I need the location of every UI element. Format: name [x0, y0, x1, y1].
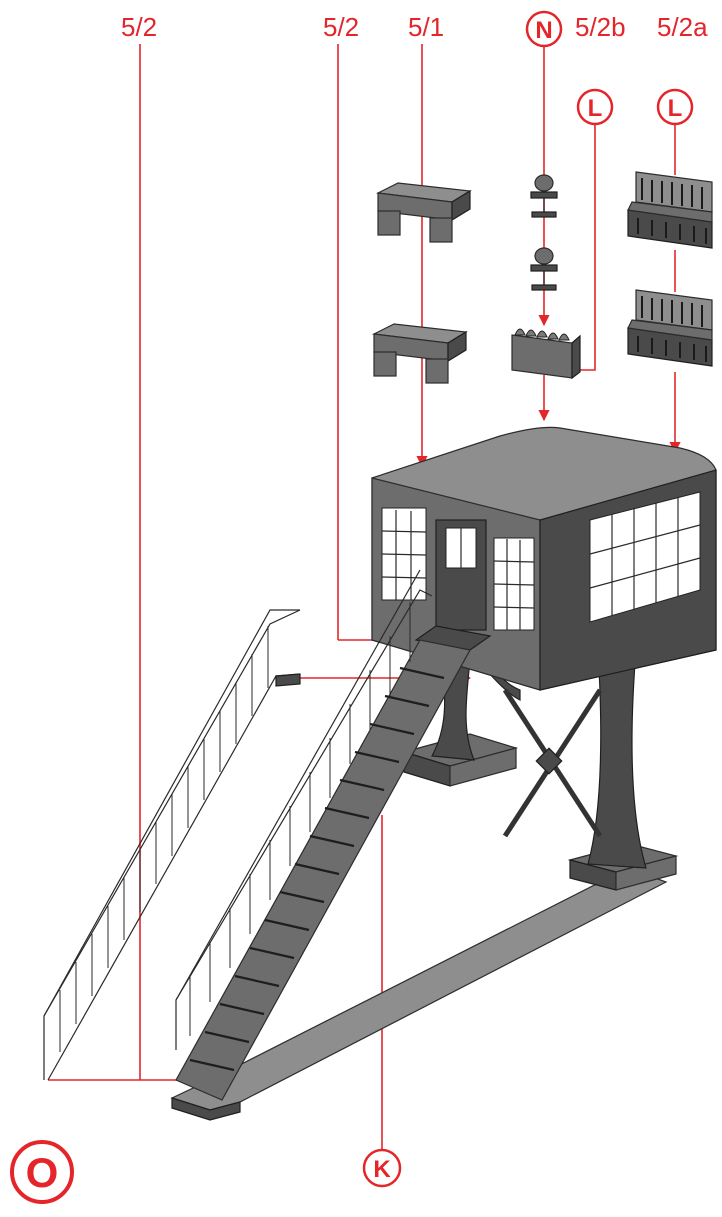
leader-lever-frame	[560, 124, 595, 370]
label-stair-left: 5/2	[121, 12, 157, 42]
label-lever-benches: 5/2a	[657, 12, 708, 42]
cabin-door	[436, 520, 486, 630]
circle-badge-chairs-text: N	[535, 17, 552, 44]
chair-bottom	[531, 248, 557, 290]
cabin-window-right	[494, 538, 534, 630]
cabin-window-left	[382, 508, 426, 600]
lever-frame-part	[512, 329, 580, 378]
label-lever-frame: 5/2b	[575, 12, 626, 42]
circle-badge-step: O	[12, 1142, 72, 1202]
circle-badge-chairs: N	[527, 12, 561, 46]
lever-bench-bottom	[628, 290, 712, 366]
desk-part-top	[378, 183, 470, 242]
staircase-right	[176, 570, 470, 1100]
circle-badge-lever-benches-text: L	[668, 95, 683, 122]
desk-part-bottom	[374, 324, 466, 383]
label-stair-right: 5/2	[323, 12, 359, 42]
circle-badge-base: K	[364, 1150, 400, 1186]
label-desks: 5/1	[408, 12, 444, 42]
chair-top	[531, 175, 557, 217]
circle-badge-lever-benches: L	[658, 90, 692, 124]
circle-badge-step-text: O	[26, 1149, 59, 1196]
circle-badge-lever-frame-text: L	[588, 95, 603, 122]
lever-bench-top	[628, 172, 712, 248]
circle-badge-lever-frame: L	[578, 90, 612, 124]
circle-badge-base-text: K	[373, 1156, 391, 1183]
